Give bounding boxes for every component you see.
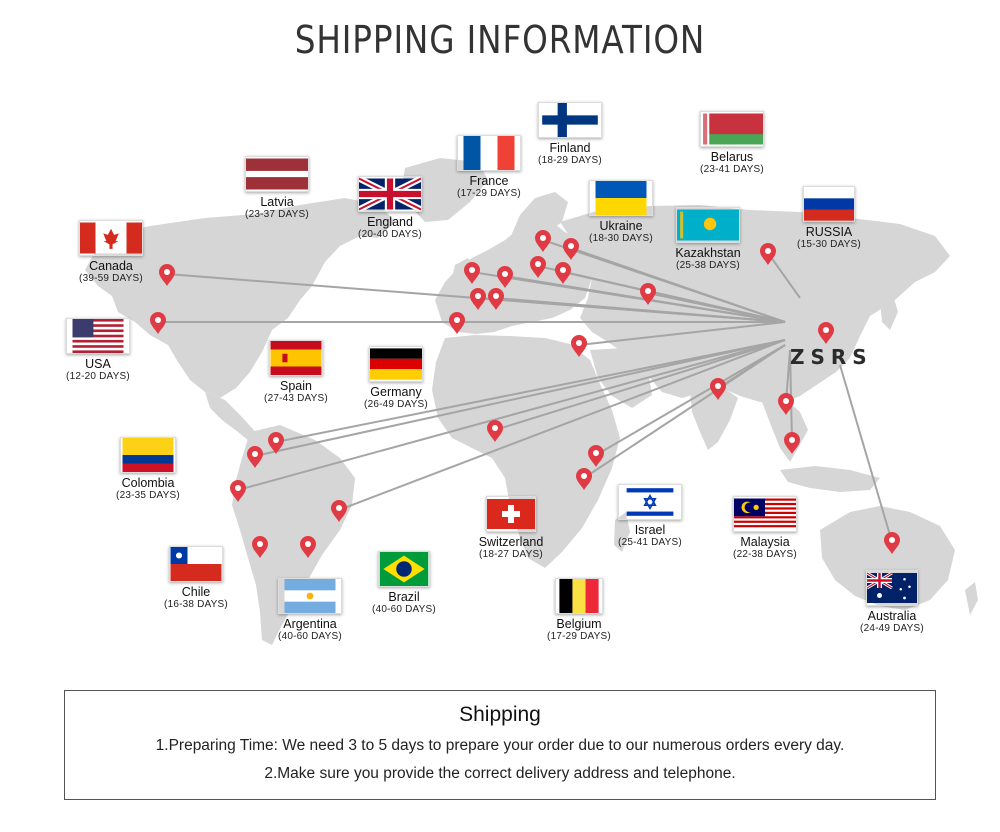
country-malaysia: Malaysia (22-38 DAYS)	[710, 496, 820, 561]
country-latvia: Latvia (23-37 DAYS)	[222, 156, 332, 221]
country-ukraine: Ukraine (18-30 DAYS)	[566, 180, 676, 245]
belgium-flag-icon	[555, 578, 603, 614]
latvia-flag-icon	[245, 156, 309, 192]
brazil-flag-icon	[378, 551, 430, 587]
routes	[158, 239, 893, 543]
kazakhstan-flag-icon	[676, 207, 740, 243]
country-finland: Finland (18-29 DAYS)	[515, 102, 625, 167]
argentina-flag-icon	[278, 578, 342, 614]
country-switzerland: Switzerland (18-27 DAYS)	[456, 496, 566, 561]
page-title: SHIPPING INFORMATION	[294, 18, 706, 62]
country-colombia: Colombia (23-35 DAYS)	[93, 437, 203, 502]
france-flag-icon	[457, 135, 521, 171]
finland-flag-icon	[538, 102, 602, 138]
shipping-note-preparing-time: 1.Preparing Time: We need 3 to 5 days to…	[155, 737, 845, 754]
shipping-heading: Shipping	[459, 703, 541, 726]
arabia	[590, 348, 652, 408]
asia	[560, 205, 950, 404]
brand-label: ZSRS	[790, 345, 873, 369]
indonesia	[780, 466, 880, 492]
greenland	[402, 158, 488, 222]
country-kazakhstan: Kazakhstan (25-38 DAYS)	[653, 207, 763, 272]
country-russia: RUSSIA (15-30 DAYS)	[774, 186, 884, 251]
country-spain: Spain (27-43 DAYS)	[241, 340, 351, 405]
country-belgium: Belgium (17-29 DAYS)	[524, 578, 634, 643]
shipping-info-box: Shipping 1.Preparing Time: We need 3 to …	[64, 690, 936, 800]
colombia-flag-icon	[120, 437, 176, 473]
central-america	[205, 392, 262, 446]
israel-flag-icon	[618, 484, 682, 520]
country-england: England (20-40 DAYS)	[335, 176, 445, 241]
country-france: France (17-29 DAYS)	[434, 135, 544, 200]
country-belarus: Belarus (23-41 DAYS)	[677, 111, 787, 176]
usa-flag-icon	[66, 318, 130, 354]
country-australia: Australia (24-49 DAYS)	[837, 570, 947, 635]
new-zealand	[965, 582, 978, 615]
country-germany: Germany (26-49 DAYS)	[341, 346, 451, 411]
country-argentina: Argentina (40-60 DAYS)	[255, 578, 365, 643]
japan	[880, 292, 898, 330]
russia-flag-icon	[803, 186, 855, 222]
north-america	[85, 198, 395, 398]
shipping-note-address: 2.Make sure you provide the correct deli…	[264, 765, 736, 782]
country-canada: Canada (39-59 DAYS)	[56, 220, 166, 285]
country-brazil: Brazil (40-60 DAYS)	[349, 551, 459, 616]
madagascar	[614, 512, 630, 552]
uk-flag-icon	[358, 176, 422, 212]
canada-flag-icon	[79, 220, 143, 256]
africa	[432, 335, 620, 568]
south-america	[232, 425, 355, 645]
pins	[150, 230, 900, 558]
germany-flag-icon	[369, 346, 423, 382]
belarus-flag-icon	[700, 111, 764, 147]
malaysia-flag-icon	[733, 496, 797, 532]
spain-flag-icon	[269, 340, 323, 376]
australia	[820, 506, 955, 610]
chile-flag-icon	[169, 546, 223, 582]
australia-flag-icon	[866, 570, 918, 606]
ukraine-flag-icon	[589, 180, 653, 216]
scandinavia	[510, 192, 568, 240]
country-chile: Chile (16-38 DAYS)	[141, 546, 251, 611]
switzerland-flag-icon	[486, 496, 536, 532]
country-usa: USA (12-20 DAYS)	[43, 318, 153, 383]
india	[690, 385, 738, 450]
country-israel: Israel (25-41 DAYS)	[595, 484, 705, 549]
continents	[85, 158, 978, 645]
